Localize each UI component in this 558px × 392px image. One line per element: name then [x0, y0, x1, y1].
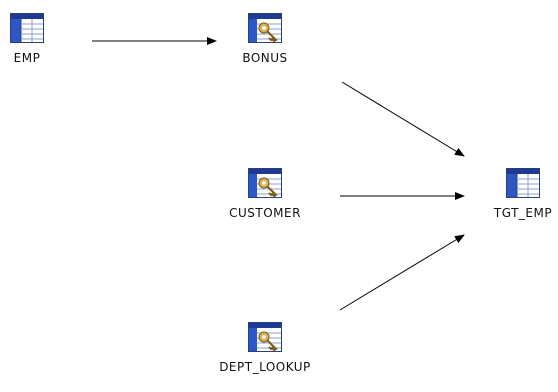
node-emp[interactable]: EMP	[0, 13, 87, 65]
node-label: TGT_EMP	[493, 206, 553, 220]
lookup-table-icon	[248, 322, 282, 352]
edge-bonus-to-tgt-emp	[341, 81, 465, 157]
node-label: EMP	[13, 51, 41, 65]
node-tgt-emp[interactable]: TGT_EMP	[463, 168, 558, 220]
lookup-table-icon	[248, 13, 282, 43]
table-icon	[506, 168, 540, 198]
table-icon	[10, 13, 44, 43]
node-label: DEPT_LOOKUP	[219, 360, 311, 374]
edge-dept-lookup-to-tgt-emp	[339, 234, 465, 311]
lookup-table-icon	[248, 168, 282, 198]
node-label: CUSTOMER	[229, 206, 301, 220]
node-dept-lookup[interactable]: DEPT_LOOKUP	[205, 322, 325, 374]
node-customer[interactable]: CUSTOMER	[205, 168, 325, 220]
node-label: BONUS	[242, 51, 288, 65]
node-bonus[interactable]: BONUS	[205, 13, 325, 65]
